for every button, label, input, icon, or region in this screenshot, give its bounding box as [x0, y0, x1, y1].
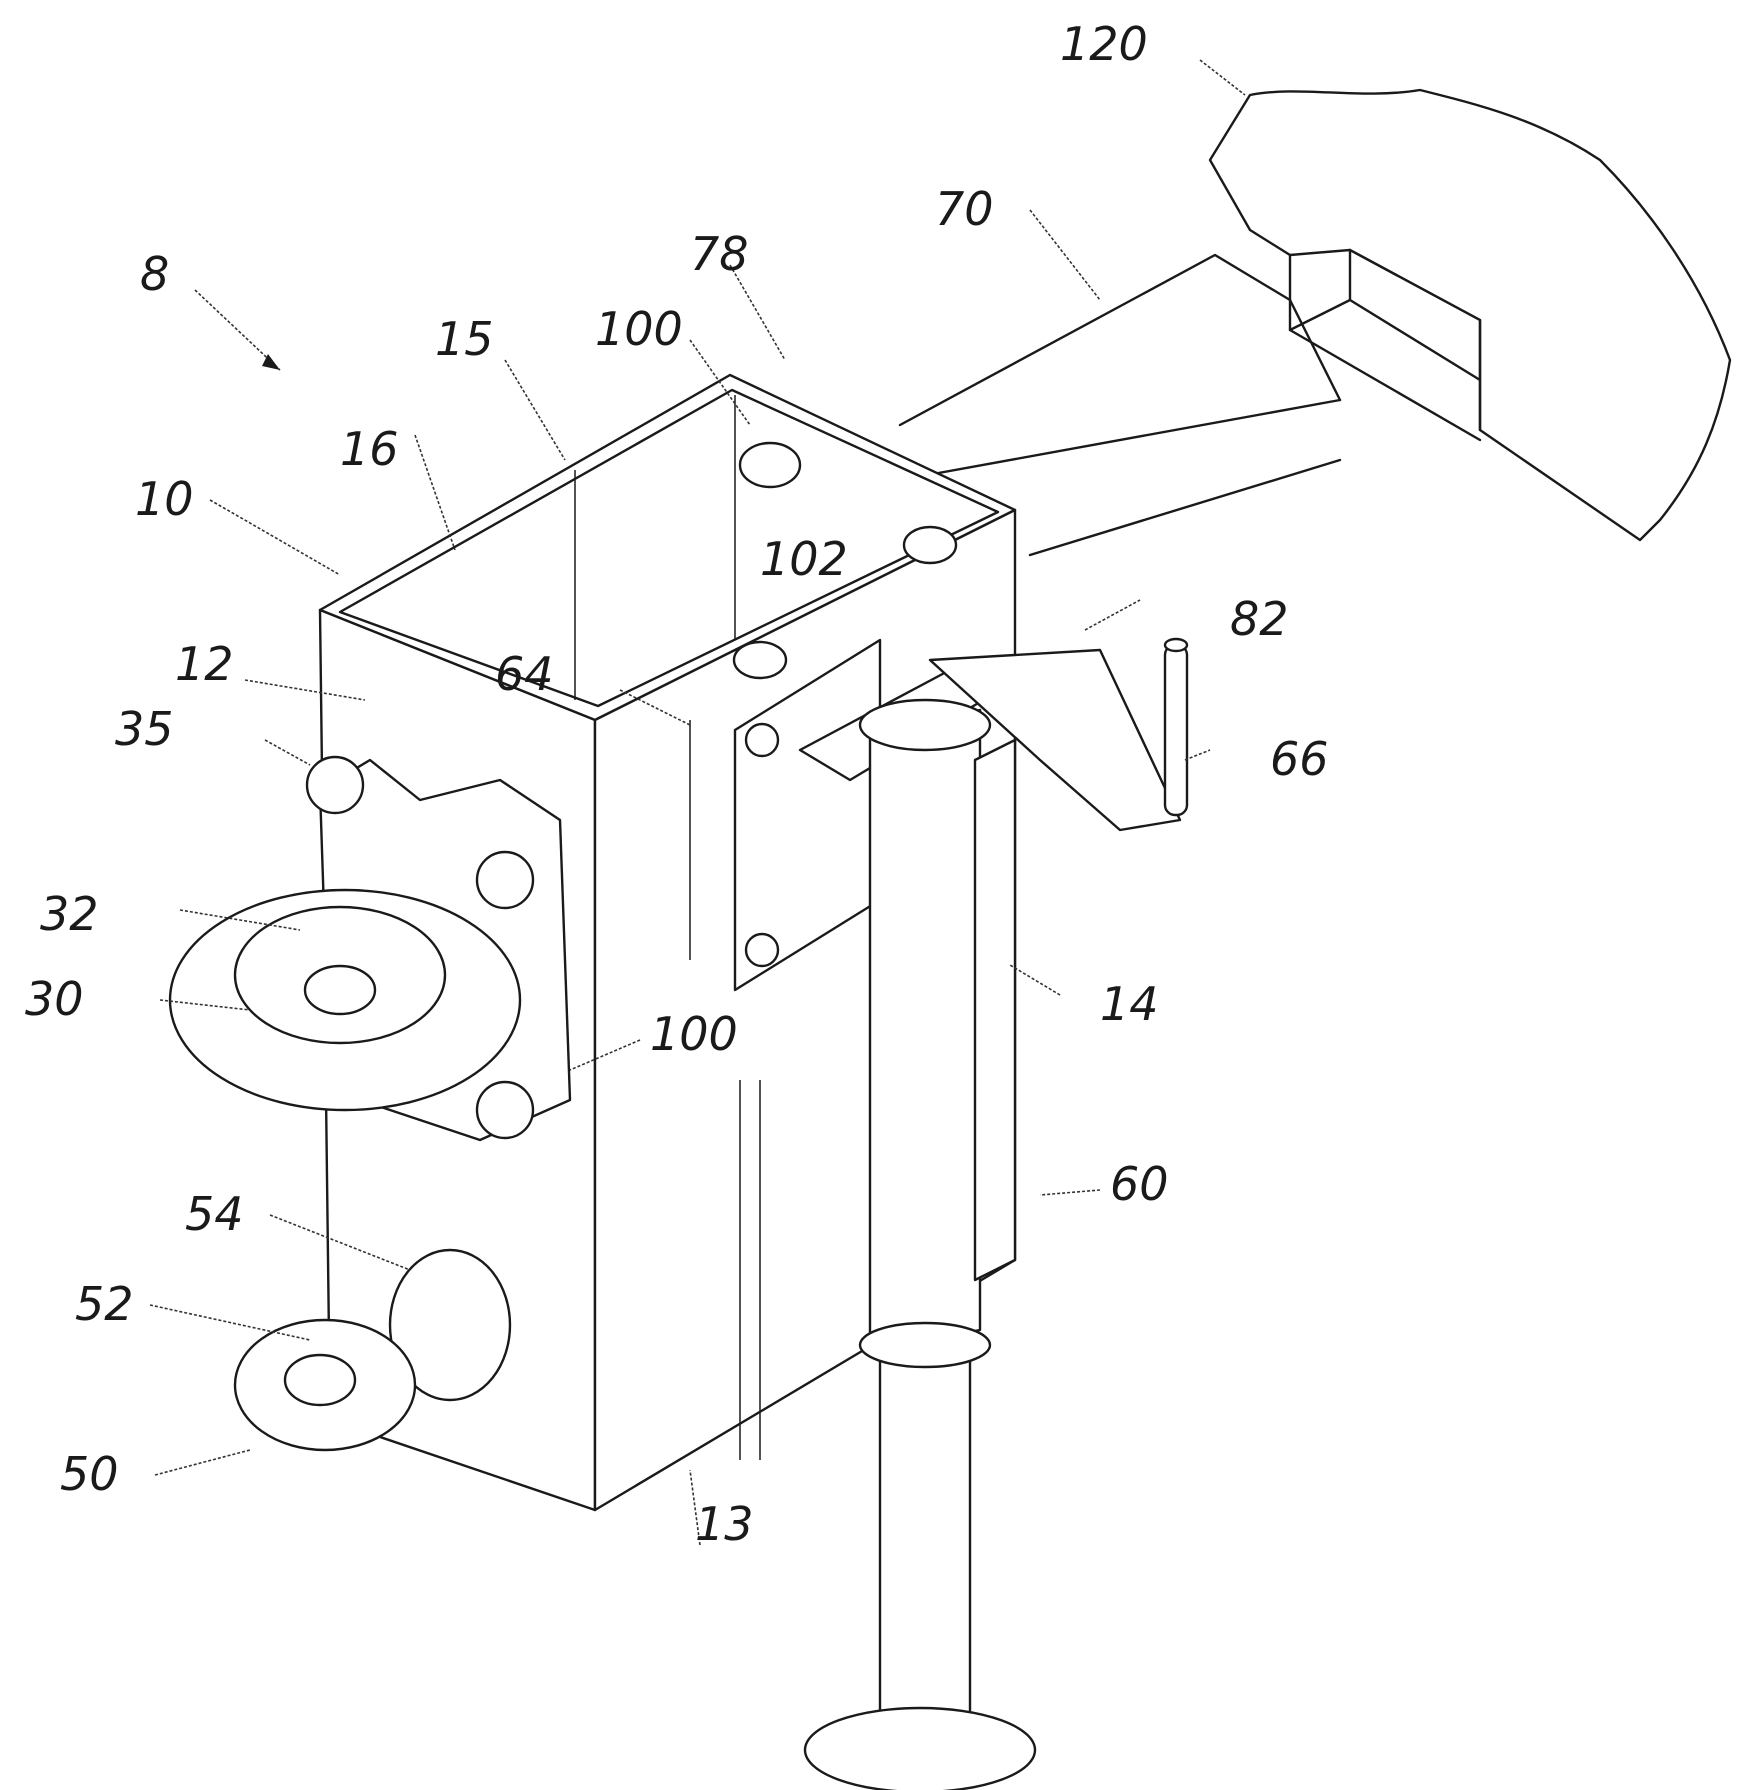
label-12: 12 — [175, 637, 234, 691]
label-82: 82 — [1230, 592, 1289, 646]
label-78: 78 — [690, 227, 749, 281]
jack-handle — [1165, 639, 1187, 815]
label-66: 66 — [1270, 732, 1329, 786]
label-8: 8 — [140, 247, 169, 301]
vehicle-body — [1210, 90, 1730, 540]
label-32: 32 — [40, 887, 99, 941]
label-102: 102 — [760, 532, 848, 586]
label-52: 52 — [75, 1277, 134, 1331]
label-15: 15 — [435, 312, 494, 366]
label-100-top: 100 — [595, 302, 683, 356]
label-10: 10 — [135, 472, 194, 526]
label-50: 50 — [60, 1447, 119, 1501]
label-70: 70 — [935, 182, 994, 236]
label-14: 14 — [1100, 977, 1159, 1031]
label-60: 60 — [1110, 1157, 1169, 1211]
label-35: 35 — [115, 702, 174, 756]
label-100-mid: 100 — [650, 1007, 738, 1061]
label-16: 16 — [340, 422, 399, 476]
label-54: 54 — [185, 1187, 244, 1241]
label-30: 30 — [25, 972, 84, 1026]
label-120: 120 — [1060, 17, 1148, 71]
lunette-ring — [170, 757, 570, 1140]
label-13: 13 — [695, 1497, 754, 1551]
label-64: 64 — [495, 647, 554, 701]
